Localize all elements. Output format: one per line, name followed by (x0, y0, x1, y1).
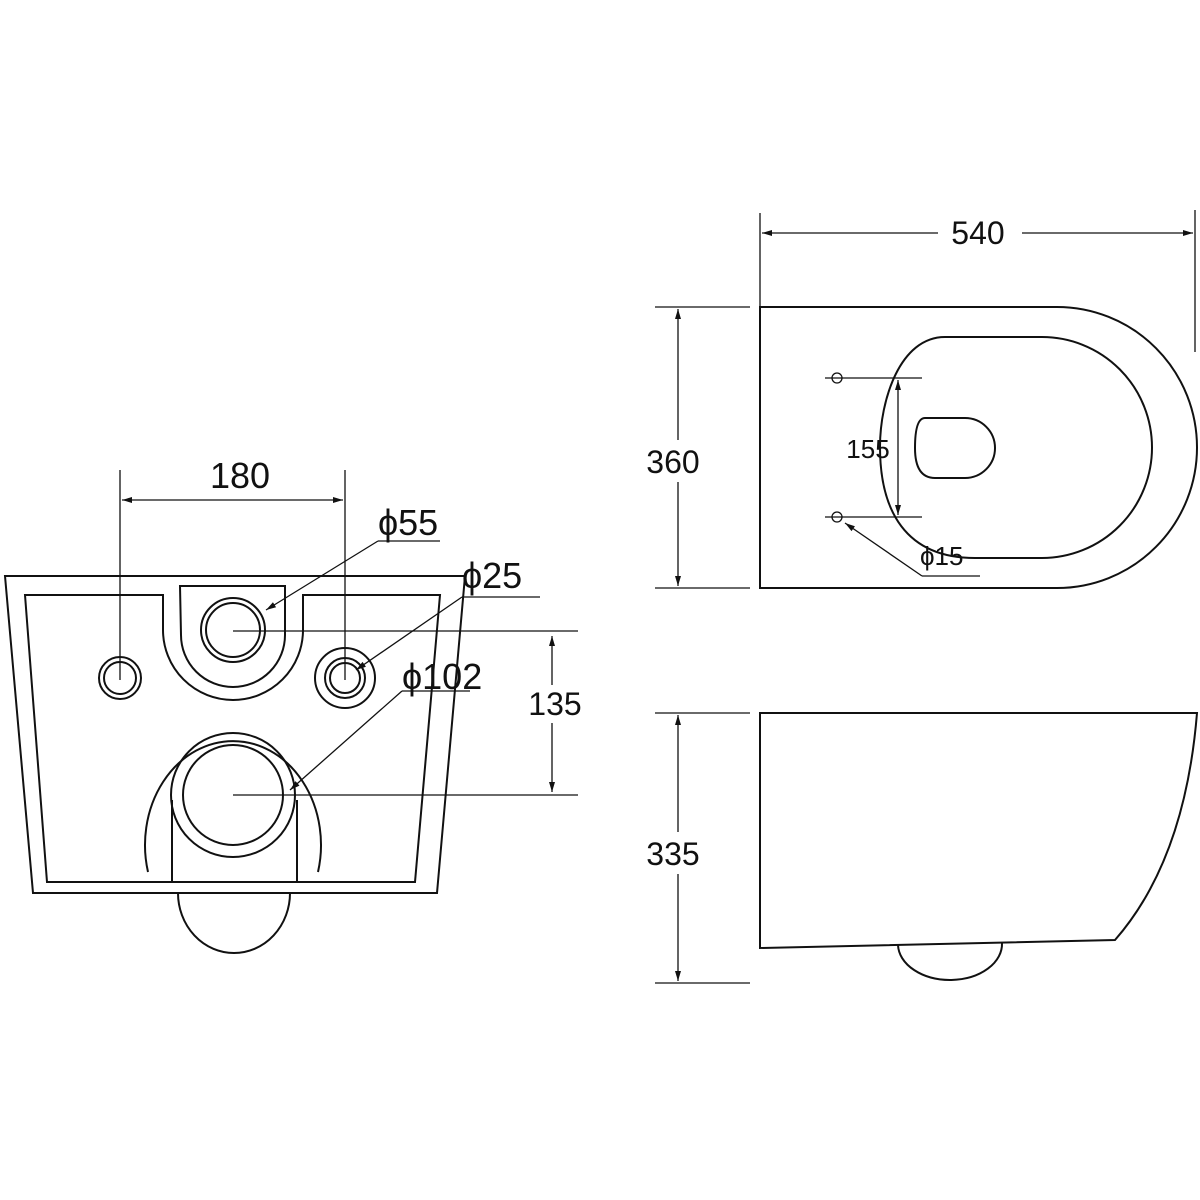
dim-360-label: 360 (646, 444, 699, 480)
top-outline (759, 306, 1198, 589)
front-outer-body (3, 575, 467, 894)
dim-phi25-leader (355, 596, 463, 671)
dim-phi15-leader (844, 522, 923, 577)
dim-135-label: 135 (528, 686, 581, 722)
side-base-bulge (897, 942, 1004, 981)
top-view: 155 ϕ15 540 360 (640, 210, 1198, 589)
dim-540-label: 540 (951, 215, 1004, 251)
dim-180-extension (119, 470, 346, 680)
outlet-boss (144, 740, 322, 873)
flush-pipe-outer (200, 597, 266, 663)
dim-phi102-leader (289, 690, 403, 791)
flush-pipe-inner (205, 602, 261, 658)
dim-phi102-label: ϕ102 (402, 656, 482, 697)
bowl-drain (913, 417, 996, 479)
dim-335-label: 335 (646, 836, 699, 872)
front-view: 180 ϕ55 ϕ25 ϕ102 135 (3, 455, 582, 954)
dim-phi55-label: ϕ55 (378, 502, 438, 543)
bowl-rim (878, 336, 1153, 559)
dim-155-extension (825, 377, 922, 518)
side-view: 335 (640, 712, 1199, 984)
dim-phi15-label: ϕ15 (920, 541, 963, 571)
outlet-channel (171, 800, 298, 882)
dim-phi25-label: ϕ25 (462, 555, 522, 596)
dim-540-extension (759, 210, 1196, 352)
flush-notch (178, 585, 286, 688)
dim-phi55-leader (265, 540, 379, 611)
side-outline (759, 712, 1199, 950)
dim-335-extension (655, 712, 750, 984)
front-base-bulge (177, 892, 291, 954)
dim-180-label: 180 (210, 455, 270, 496)
dim-155-label: 155 (846, 434, 889, 464)
dim-135-extension (233, 630, 578, 796)
dim-360-extension (655, 306, 750, 589)
front-inner-body (23, 594, 442, 883)
